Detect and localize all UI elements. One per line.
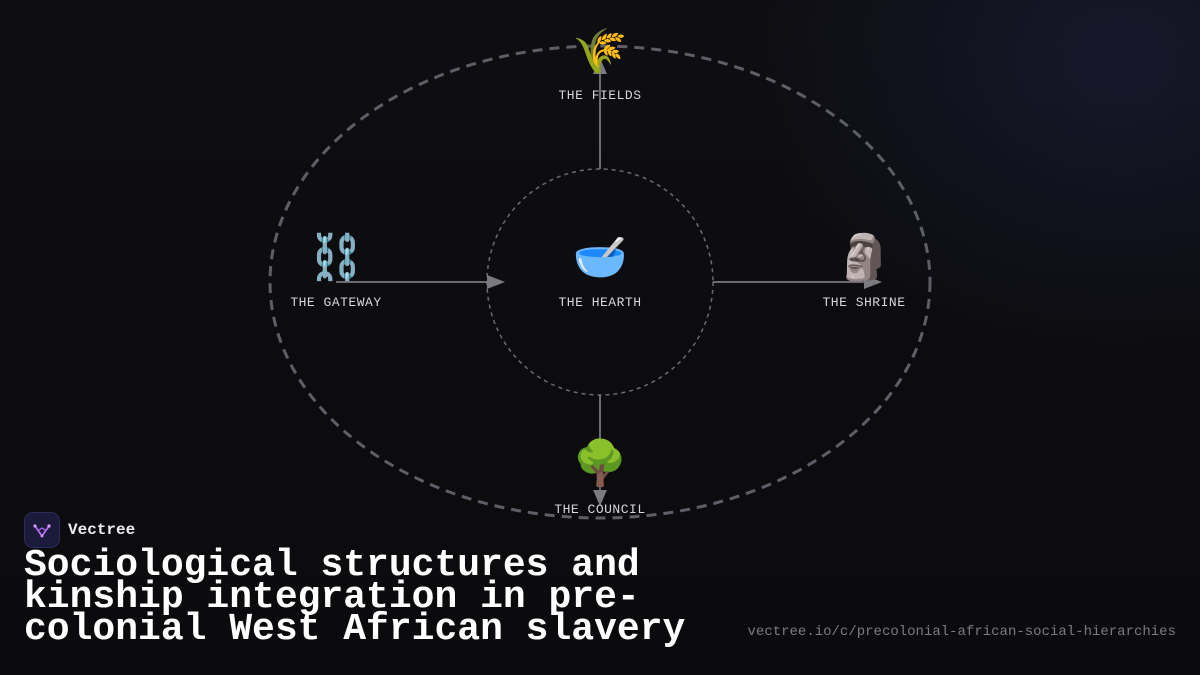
arrow-fields: [593, 58, 607, 74]
bowl-icon: 🥣: [572, 232, 628, 283]
wheat-icon: 🌾: [572, 26, 628, 77]
node-label-hearth: THE HEARTH: [558, 295, 642, 310]
tree-icon: 🌳: [572, 438, 628, 489]
vectree-logo-icon: [24, 512, 60, 548]
brand[interactable]: Vectree: [24, 512, 135, 548]
page-title: Sociological structures and kinship inte…: [24, 544, 686, 651]
arrow-shrine: [864, 275, 882, 289]
page-url[interactable]: vectree.io/c/precolonial-african-social-…: [747, 624, 1176, 640]
outer-ring: [268, 44, 932, 520]
arrow-council: [593, 490, 607, 506]
node-label-gateway: THE GATEWAY: [290, 295, 382, 310]
node-label-fields: THE FIELDS: [558, 88, 642, 103]
brand-name: Vectree: [68, 521, 136, 539]
moai-icon: 🗿: [836, 232, 892, 283]
chains-icon: ⛓️: [308, 232, 364, 283]
node-label-shrine: THE SHRINE: [822, 295, 906, 310]
node-label-council: THE COUNCIL: [554, 502, 646, 517]
arrow-hearth: [487, 275, 505, 289]
